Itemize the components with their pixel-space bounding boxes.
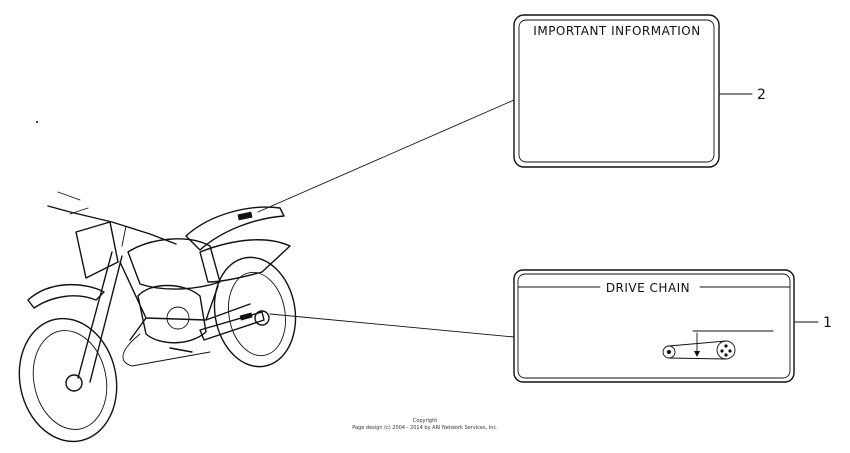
- drive-chain-label[interactable]: DRIVE CHAIN: [513, 269, 795, 383]
- dirt-bike-illustration: [18, 191, 297, 443]
- label-outer-frame: [513, 269, 795, 383]
- front-fork: [77, 251, 123, 383]
- rear-sprocket-hole: [720, 349, 724, 353]
- swingarm-label-marker: [239, 312, 253, 321]
- front-fender: [27, 284, 105, 309]
- callout-number: 2: [757, 87, 766, 103]
- engine: [137, 284, 207, 344]
- swingarm: [199, 311, 265, 341]
- pictogram-arrow-head: [694, 351, 700, 357]
- callout-2: 2: [719, 87, 766, 103]
- copyright-line-2: Page design (c) 2004 - 2014 by ARI Netwo…: [352, 425, 498, 431]
- front-hub: [65, 374, 83, 392]
- side-panel: [199, 239, 291, 283]
- seat-label-marker: [237, 211, 253, 221]
- handlebar-grip: [57, 191, 127, 247]
- callout-1: 1: [794, 315, 832, 331]
- label-title: IMPORTANT INFORMATION: [533, 24, 700, 38]
- footpeg: [169, 347, 193, 353]
- copyright-line-1: Copyright: [413, 418, 437, 424]
- chain-slack-pictogram: [662, 330, 774, 360]
- seat: [185, 206, 285, 251]
- label-inner-frame: [518, 19, 715, 163]
- chain-top-run: [668, 340, 727, 347]
- exhaust-pipe: [122, 333, 211, 367]
- rear-sprocket-hole: [724, 344, 728, 348]
- front-tire: [18, 317, 118, 443]
- rear-sprocket-hole: [724, 353, 728, 357]
- label-inner-frame: [517, 273, 791, 379]
- label-outer-frame: [513, 14, 720, 168]
- chain-bottom-run: [668, 357, 727, 360]
- front-rim: [32, 330, 108, 430]
- tank-shroud: [127, 238, 221, 290]
- leader-line-to-seat: [257, 99, 515, 213]
- front-sprocket-hub: [667, 350, 671, 354]
- rear-tire: [213, 256, 297, 368]
- number-plate: [75, 221, 119, 279]
- rear-sprocket-hole: [728, 349, 732, 353]
- callout-number: 1: [823, 315, 832, 331]
- label-title: DRIVE CHAIN: [606, 281, 690, 295]
- stray-dot: [36, 121, 38, 123]
- rear-rim: [228, 271, 286, 357]
- rear-hub: [254, 310, 270, 326]
- handlebar: [47, 205, 177, 245]
- important-information-label[interactable]: IMPORTANT INFORMATION: [513, 14, 720, 168]
- engine-cover: [166, 306, 190, 330]
- leader-line-to-swingarm: [269, 313, 515, 338]
